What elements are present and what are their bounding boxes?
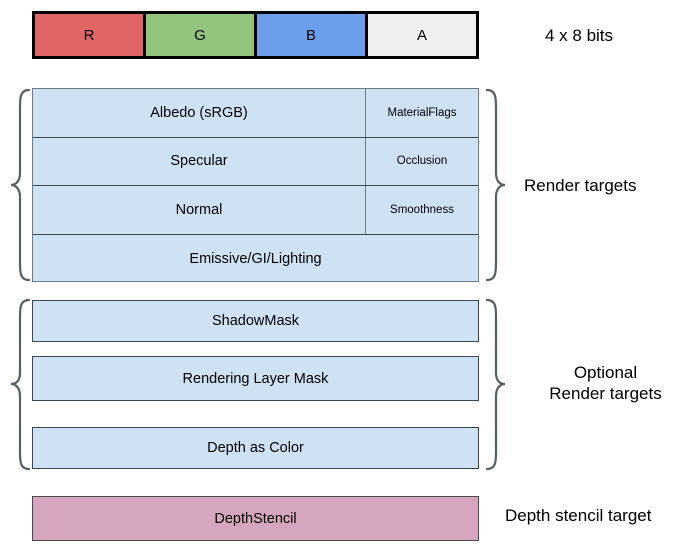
rgba-cell-b: B	[257, 14, 368, 56]
bits-label: 4 x 8 bits	[545, 26, 614, 45]
render-target-materialflags: MaterialFlags	[365, 89, 478, 137]
render-target-smoothness: Smoothness	[365, 186, 478, 234]
render-targets-table: Albedo (sRGB) MaterialFlags Specular Occ…	[32, 88, 479, 282]
table-row: Albedo (sRGB) MaterialFlags	[33, 89, 478, 138]
table-row: Emissive/GI/Lighting	[33, 235, 478, 284]
render-target-normal: Normal	[175, 201, 223, 218]
right-brace-render-targets	[484, 88, 508, 282]
optional-render-target-shadowmask: ShadowMask	[32, 300, 479, 342]
optional-render-target-depth-as-color: Depth as Color	[32, 427, 479, 469]
left-brace-render-targets	[8, 88, 32, 282]
table-row: Normal Smoothness	[33, 186, 478, 235]
render-target-occlusion: Occlusion	[365, 137, 478, 185]
render-targets-group-label: Render targets	[524, 176, 637, 195]
render-target-albedo: Albedo (sRGB)	[150, 104, 248, 121]
optional-render-targets-group-label: Optional Render targets	[549, 363, 662, 403]
table-row: Specular Occlusion	[33, 137, 478, 186]
rgba-channel-bar: R G B A	[32, 11, 479, 59]
left-brace-optional-render-targets	[8, 298, 32, 471]
render-target-specular: Specular	[170, 153, 228, 170]
render-target-emissive-gi-lighting: Emissive/GI/Lighting	[189, 250, 322, 267]
optional-render-target-rendering-layer-mask: Rendering Layer Mask	[32, 356, 479, 401]
depth-stencil-box: DepthStencil	[32, 496, 479, 541]
rgba-cell-a: A	[368, 14, 476, 56]
depth-stencil-group-label: Depth stencil target	[505, 506, 652, 525]
right-brace-optional-render-targets	[484, 298, 508, 471]
rgba-cell-g: G	[146, 14, 257, 56]
rgba-cell-r: R	[35, 14, 146, 56]
